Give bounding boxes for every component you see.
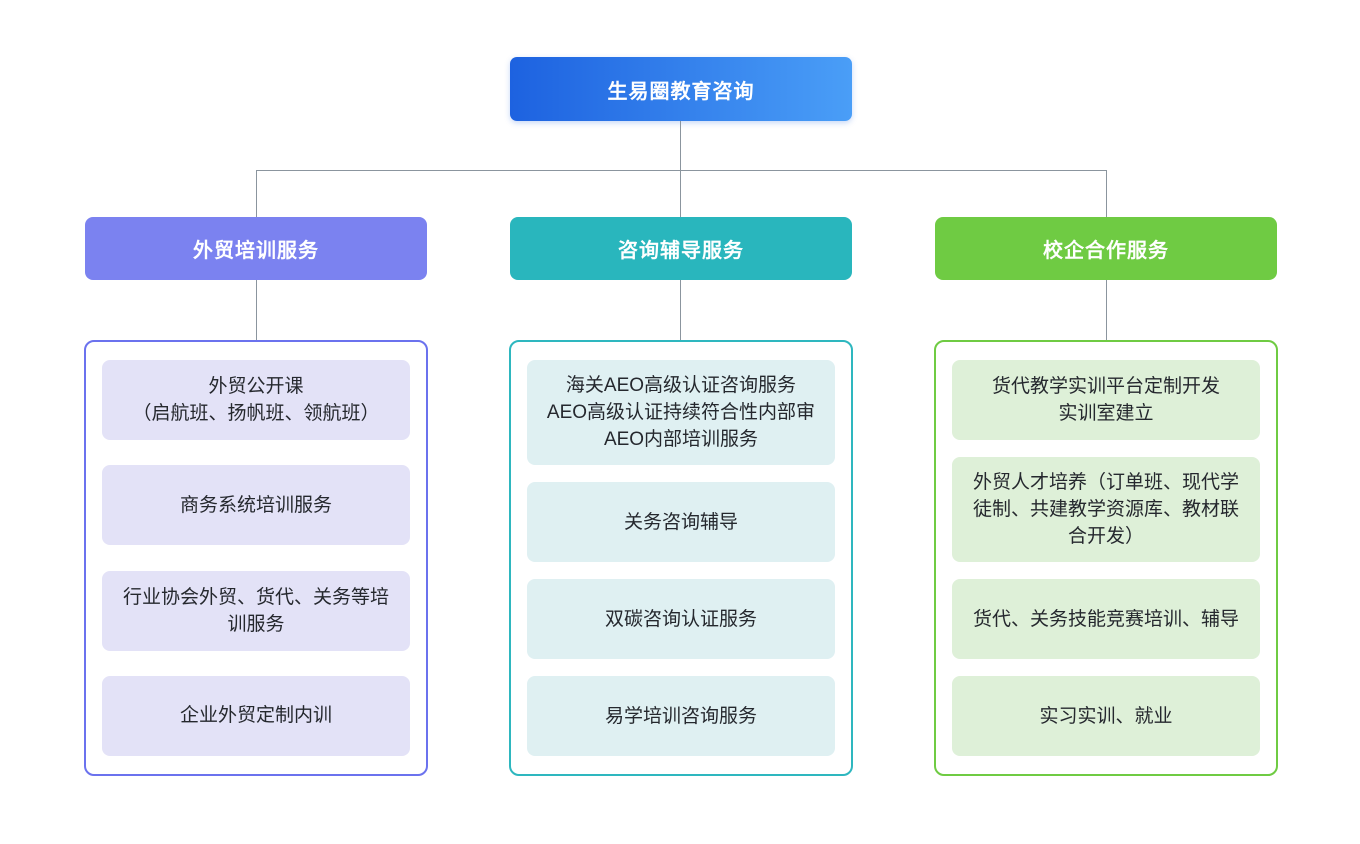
leaf-node: 货代、关务技能竞赛培训、辅导 [952,579,1260,659]
leaf-node: 行业协会外贸、货代、关务等培训服务 [102,570,410,651]
connector-line [256,280,257,340]
leaf-node: 双碳咨询认证服务 [527,579,835,659]
branch-header: 咨询辅导服务 [510,217,852,280]
leaf-node: 外贸公开课（启航班、扬帆班、领航班） [102,360,410,440]
connector-line [680,170,681,217]
branch-header: 校企合作服务 [935,217,1277,280]
branch-label: 咨询辅导服务 [618,240,744,262]
branch-label: 校企合作服务 [1043,240,1169,262]
connector-line [256,170,1107,171]
branch-container: 货代教学实训平台定制开发实训室建立 外贸人才培养（订单班、现代学徒制、共建教学资… [934,340,1278,776]
connector-line [256,170,257,217]
connector-line [680,121,681,170]
branch-label: 外贸培训服务 [193,240,319,262]
connector-line [680,280,681,340]
leaf-node: 易学培训咨询服务 [527,676,835,756]
leaf-node: 商务系统培训服务 [102,465,410,546]
leaf-node: 货代教学实训平台定制开发实训室建立 [952,360,1260,440]
leaf-node: 关务咨询辅导 [527,482,835,562]
root-node: 生易圈教育咨询 [510,57,852,121]
connector-line [1106,170,1107,217]
leaf-node: 外贸人才培养（订单班、现代学徒制、共建教学资源库、教材联合开发） [952,457,1260,562]
leaf-node: 企业外贸定制内训 [102,675,410,756]
leaf-node: 实习实训、就业 [952,676,1260,756]
connector-line [1106,280,1107,340]
branch-header: 外贸培训服务 [85,217,427,280]
branch-container: 外贸公开课（启航班、扬帆班、领航班） 商务系统培训服务 行业协会外贸、货代、关务… [84,340,428,776]
